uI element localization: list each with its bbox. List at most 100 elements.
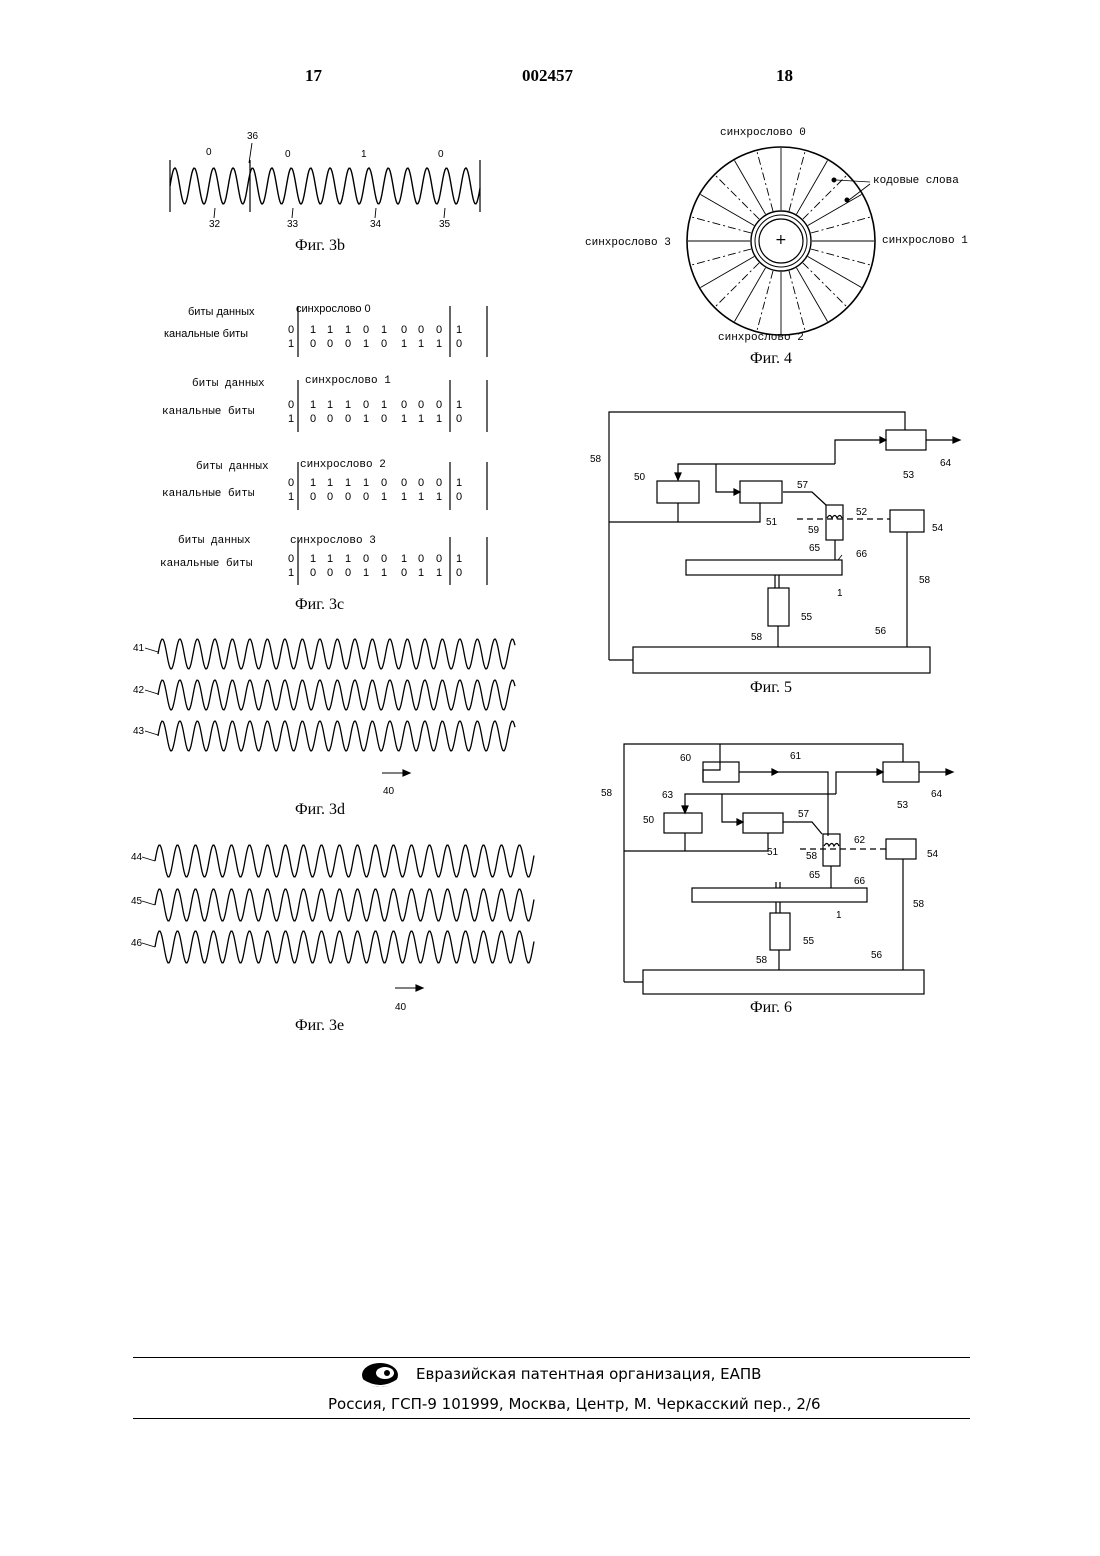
channel-bits-label: канальные биты (164, 328, 248, 340)
sync-word-label: синхрослово 0 (296, 303, 371, 315)
fig6-caption: Фиг. 6 (750, 999, 792, 1017)
fig6-ref-58d: 58 (756, 955, 767, 966)
fig3e-wave-2 (155, 889, 534, 921)
channel-bit: 1 (310, 399, 316, 411)
channel-bit: 0 (381, 477, 387, 489)
fig6-ref-63: 63 (662, 790, 673, 801)
fig5-head-52 (826, 505, 843, 540)
channel-bit: 1 (381, 324, 387, 336)
fig3b-ref-36: 36 (247, 131, 258, 142)
fig6-ref-65: 65 (809, 870, 820, 881)
channel-bit: 0 (401, 567, 407, 579)
fig3d-ref-40: 40 (383, 786, 394, 797)
channel-bit: 1 (345, 553, 351, 565)
fig3e-ref-40: 40 (395, 1002, 406, 1013)
fig5-ref-50: 50 (634, 472, 645, 483)
disc-sector-line (803, 263, 847, 307)
fig5-ref-51: 51 (766, 517, 777, 528)
channel-bit: 0 (327, 338, 333, 350)
channel-bit: 1 (363, 477, 369, 489)
channel-bit: 0 (401, 324, 407, 336)
disc-sector-line (757, 271, 773, 331)
fig6-disc-1 (692, 888, 867, 902)
fig6-ref-55: 55 (803, 936, 814, 947)
fig6-head-62 (823, 834, 840, 866)
fig6-ref-58c: 58 (913, 899, 924, 910)
disc-sector-line (691, 249, 751, 265)
fig6-block-54 (886, 839, 916, 859)
channel-bit: 1 (327, 399, 333, 411)
fig3d-leaders (145, 648, 158, 735)
fig3e-leaders (142, 857, 155, 947)
fig5-block-53 (886, 430, 926, 450)
channel-bit: 1 (327, 477, 333, 489)
fig3b-wave (170, 168, 480, 204)
channel-bit: 0 (418, 477, 424, 489)
fig5-ref-58: 58 (590, 454, 601, 465)
fig3b-bit-4: 0 (438, 149, 444, 160)
fig3b-bit-2: 0 (285, 149, 291, 160)
channel-bit: 0 (327, 413, 333, 425)
fig4-codewords: кодовые слова (873, 175, 959, 187)
channel-bit: 0 (345, 413, 351, 425)
channel-bit: 1 (288, 338, 294, 350)
fig4-sync-3: синхрослово 3 (585, 237, 671, 249)
channel-bit: 0 (345, 338, 351, 350)
channel-bits-label: канальные биты (162, 406, 254, 418)
channel-bit: 0 (310, 491, 316, 503)
disc-sector-line (808, 257, 862, 288)
channel-bit: 0 (401, 399, 407, 411)
disc-sector-line (735, 161, 766, 215)
channel-bit: 0 (363, 491, 369, 503)
footer-address: Россия, ГСП-9 101999, Москва, Центр, М. … (328, 1395, 821, 1413)
fig6-ref-62: 62 (854, 835, 865, 846)
fig6-ref-60: 60 (680, 753, 691, 764)
sync-word-label: синхрослово 2 (300, 459, 386, 471)
fig3d-ref-42: 42 (133, 685, 144, 696)
channel-bit: 1 (288, 413, 294, 425)
fig3e-ref-44: 44 (131, 852, 142, 863)
fig6-block-60 (703, 762, 739, 782)
fig6-ref-1: 1 (836, 910, 842, 921)
fig6-block-50 (664, 813, 702, 833)
disc-sector-line (757, 151, 773, 211)
fig6-block-51 (743, 813, 783, 833)
data-bits-label: биты данных (188, 306, 255, 318)
disc-sector-line (797, 268, 828, 322)
eapo-logo-icon (362, 1363, 398, 1387)
disc-sector-line (811, 249, 871, 265)
channel-bit: 0 (327, 567, 333, 579)
fig3d-wave-2 (158, 680, 515, 710)
channel-bit: 1 (436, 413, 442, 425)
channel-bit: 1 (436, 338, 442, 350)
channel-bit: 0 (418, 399, 424, 411)
direction-arrow-3e (395, 985, 423, 991)
channel-bit: 1 (436, 491, 442, 503)
channel-bit: 1 (456, 477, 462, 489)
channel-bits-label: канальные биты (162, 488, 254, 500)
channel-bit: 1 (327, 324, 333, 336)
channel-bit: 1 (363, 413, 369, 425)
fig6-ref-61: 61 (790, 751, 801, 762)
channel-bit: 0 (436, 399, 442, 411)
channel-bit: 1 (381, 567, 387, 579)
disc-sector-line (789, 151, 805, 211)
channel-bit: 0 (418, 324, 424, 336)
channel-bit: 1 (310, 324, 316, 336)
channel-bit: 0 (310, 413, 316, 425)
fig6-ref-50: 50 (643, 815, 654, 826)
channel-bit: 0 (381, 338, 387, 350)
channel-bit: 0 (327, 491, 333, 503)
data-bits-label: биты данных (192, 378, 265, 390)
channel-bit: 1 (381, 399, 387, 411)
fig5-ref-53: 53 (903, 470, 914, 481)
fig3d-wave-1 (158, 639, 515, 669)
fig4-caption: Фиг. 4 (750, 350, 792, 368)
data-bits-label: биты данных (178, 535, 251, 547)
fig5-block-51 (740, 481, 782, 503)
fig3b-waveform (170, 168, 480, 204)
fig3d-ref-41: 41 (133, 643, 144, 654)
footer-top-rule (133, 1357, 970, 1358)
disc-sector-line (735, 268, 766, 322)
